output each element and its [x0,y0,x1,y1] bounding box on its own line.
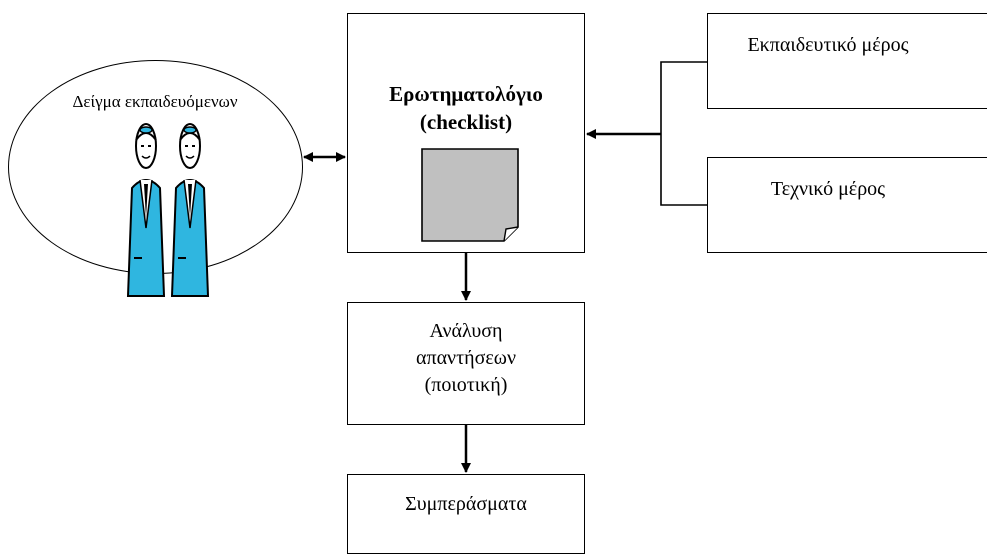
trainee-figure-right [170,123,210,297]
educational-part-label: Εκπαιδευτικό μέρος [747,34,909,56]
conclusions-label: Συμπεράσματα [405,493,527,515]
technical-part-box: Τεχνικό μέρος [707,157,987,253]
questionnaire-title-line1: Ερωτηματολόγιο [389,82,543,106]
questionnaire-box: Ερωτηματολόγιο (checklist) [347,13,585,253]
analysis-line1: Ανάλυση [429,320,503,342]
analysis-line3: (ποιοτική) [424,374,508,396]
analysis-box: Ανάλυση απαντήσεων (ποιοτική) [347,302,585,425]
trainee-figure-left [126,123,166,297]
questionnaire-title: Ερωτηματολόγιο (checklist) [348,80,584,136]
document-icon [421,148,519,242]
educational-part-box: Εκπαιδευτικό μέρος [707,13,987,109]
parts-bracket [660,61,707,206]
diagram: Δείγμα εκπαιδευόμενων [8,13,987,554]
conclusions-box: Συμπεράσματα [347,474,585,554]
trainees-figure-icon [126,123,210,297]
technical-part-label: Τεχνικό μέρος [770,178,886,200]
questionnaire-title-line2: (checklist) [419,110,513,134]
analysis-label: Ανάλυση απαντήσεων (ποιοτική) [348,318,584,399]
connector-layer [303,61,707,473]
analysis-line2: απαντήσεων [416,347,516,369]
trainee-sample-label: Δείγμα εκπαιδευόμενων [72,92,238,111]
